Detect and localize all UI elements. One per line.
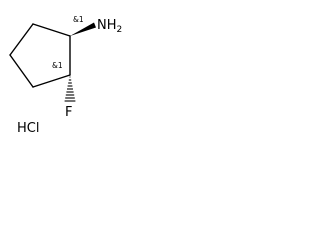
fluoro-label: F xyxy=(65,105,72,120)
salt-label: HCl xyxy=(17,121,39,136)
ring-bond-c1-c5 xyxy=(32,23,71,37)
stereo-label-c2: &1 xyxy=(52,61,63,70)
amine-label-main: NH xyxy=(97,18,117,33)
amine-label: NH2 xyxy=(97,18,122,35)
hashed-wedge-bond-fluoro xyxy=(64,76,76,102)
ring-bond-c4-c3 xyxy=(9,54,34,88)
ring-bond-c3-c2 xyxy=(32,74,71,88)
chemical-structure: NH2 F &1 &1 HCl xyxy=(9,15,122,136)
wedge-bond-amine xyxy=(70,22,96,36)
amine-label-subscript: 2 xyxy=(117,25,123,35)
stereo-label-c1: &1 xyxy=(73,15,84,24)
ring-bond-c5-c4 xyxy=(9,23,34,56)
cyclopentane-ring xyxy=(9,23,71,88)
